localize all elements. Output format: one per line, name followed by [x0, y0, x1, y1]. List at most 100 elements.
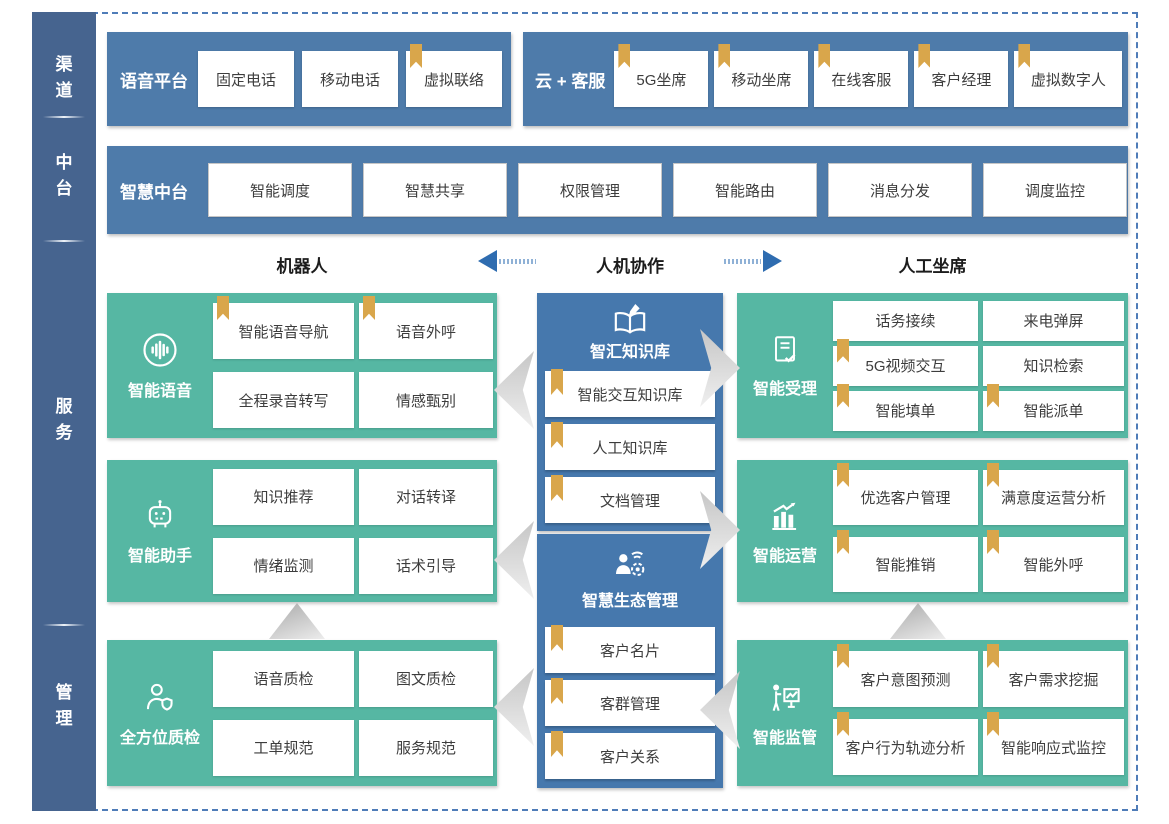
document-check-icon: [767, 332, 803, 368]
arrowhead-right-icon: [763, 250, 782, 272]
cell-label: 5G视频交互: [865, 358, 946, 375]
bookmark-icon: [551, 731, 563, 757]
midplatform-cell: 智慧共享: [363, 163, 507, 217]
cell-label: 语音质检: [253, 671, 314, 688]
channel-cell: 在线客服: [814, 44, 909, 107]
feature-cell: 智能响应式监控: [983, 712, 1124, 775]
cell-label: 智能路由: [714, 182, 775, 200]
cell-label: 权限管理: [559, 182, 620, 200]
cell-label: 虚拟联络: [423, 71, 484, 89]
bookmark-icon: [987, 712, 999, 736]
channel-cell: 固定电话: [198, 51, 294, 107]
sidebar-divider: [43, 624, 85, 626]
feature-cell: 5G视频交互: [833, 338, 978, 386]
channel-cell: 移动坐席: [714, 44, 809, 107]
book-pen-icon: [610, 302, 650, 336]
block-cells: 智能语音导航 语音外呼 全程录音转写 情感甄别: [213, 293, 497, 438]
arrow-right-icon: [722, 250, 782, 272]
feature-cell: 全程录音转写: [213, 372, 354, 428]
cell-label: 话术引导: [395, 558, 456, 575]
feature-cell: 客户意图预测: [833, 644, 978, 707]
midplatform-cell: 权限管理: [518, 163, 662, 217]
midplatform-cell: 调度监控: [983, 163, 1127, 217]
feature-cell: 话术引导: [359, 537, 493, 594]
feature-cell: 情感甄别: [359, 372, 493, 428]
bookmark-icon: [217, 296, 229, 320]
cell-label: 移动坐席: [731, 71, 792, 89]
growth-chart-icon: [766, 497, 804, 535]
sidebar-item-management: 管理: [55, 683, 73, 728]
block-smart-supervision: 智能监管 客户意图预测 客户需求挖掘 客户行为轨迹分析 智能响应式监控: [737, 640, 1128, 786]
bookmark-icon: [837, 383, 849, 408]
item-label: 客户名片: [599, 642, 660, 660]
ecosystem-item: 客户关系: [545, 731, 715, 779]
cell-label: 工单规范: [253, 740, 314, 757]
person-network-gear-icon: [610, 545, 650, 585]
voice-waveform-icon: [140, 330, 180, 370]
cloud-service-title: 云 + 客服: [535, 71, 606, 91]
bookmark-icon: [410, 44, 422, 68]
feature-cell: 优选客户管理: [833, 463, 978, 525]
knowledge-item: 智能交互知识库: [545, 369, 715, 417]
cell-label: 知识推荐: [253, 489, 314, 506]
block-title: 智能语音: [127, 383, 192, 400]
bookmark-icon: [1018, 44, 1031, 68]
cell-label: 智能响应式监控: [1000, 739, 1106, 757]
dashed-tail-icon: [499, 258, 536, 264]
feature-cell: 智能派单: [983, 383, 1124, 431]
block-cells: 知识推荐 对话转译 情绪监测 话术引导: [213, 460, 497, 602]
bookmark-icon: [837, 338, 849, 363]
midplatform-cell: 智能调度: [208, 163, 352, 217]
smart-midplatform-title: 智慧中台: [120, 182, 188, 202]
knowledge-item: 人工知识库: [545, 422, 715, 470]
bookmark-icon: [551, 369, 563, 395]
cell-label: 优选客户管理: [860, 490, 951, 507]
cell-label: 调度监控: [1024, 182, 1085, 200]
block-smart-acceptance: 智能受理 话务接续 来电弹屏 5G视频交互 知识检索 智能填单 智能派单: [737, 293, 1128, 438]
block-cells: 话务接续 来电弹屏 5G视频交互 知识检索 智能填单 智能派单: [833, 293, 1128, 438]
cell-label: 服务规范: [395, 740, 456, 757]
presenter-board-icon: [766, 679, 804, 717]
item-label: 文档管理: [599, 492, 660, 510]
bookmark-icon: [551, 678, 563, 704]
cell-label: 智能外呼: [1023, 557, 1084, 574]
bookmark-icon: [987, 383, 999, 408]
bookmark-icon: [551, 422, 563, 448]
block-cells: 客户意图预测 客户需求挖掘 客户行为轨迹分析 智能响应式监控: [833, 640, 1128, 786]
block-smart-operation-label: 智能运营: [737, 460, 833, 602]
person-inspection-icon: [141, 679, 179, 717]
cell-label: 5G坐席: [636, 71, 687, 89]
feature-cell: 语音质检: [213, 650, 354, 707]
bookmark-icon: [837, 463, 849, 487]
feature-cell: 对话转译: [359, 468, 493, 525]
agent-column-header: 人工坐席: [898, 257, 967, 276]
block-items: 智能交互知识库 人工知识库 文档管理: [537, 362, 723, 523]
channel-cell: 虚拟数字人: [1014, 44, 1123, 107]
smart-midplatform-panel: 智慧中台 智能调度 智慧共享 权限管理 智能路由 消息分发 调度监控: [107, 146, 1128, 234]
feature-cell: 智能外呼: [983, 530, 1124, 592]
cell-label: 对话转译: [395, 489, 456, 506]
sidebar-item-channel: 渠道: [55, 55, 73, 100]
cell-label: 客户行为轨迹分析: [845, 739, 966, 757]
feature-cell: 情绪监测: [213, 537, 354, 594]
block-title: 全方位质检: [119, 729, 200, 747]
feature-cell: 知识推荐: [213, 468, 354, 525]
block-title: 智能受理: [752, 381, 817, 398]
item-label: 客群管理: [599, 695, 660, 713]
bookmark-icon: [837, 530, 849, 554]
block-title: 智能运营: [752, 547, 817, 565]
block-ecosystem-mgmt-header: 智慧生态管理: [537, 534, 723, 611]
bookmark-icon: [551, 625, 563, 651]
block-quality-check-label: 全方位质检: [107, 640, 213, 786]
bookmark-icon: [618, 44, 631, 68]
block-title: 智能监管: [752, 729, 817, 747]
voice-platform-title: 语音平台: [120, 71, 188, 91]
feature-cell: 服务规范: [359, 719, 493, 776]
channel-cell: 虚拟联络: [406, 44, 502, 107]
ecosystem-item: 客户名片: [545, 625, 715, 673]
cell-label: 全程录音转写: [238, 392, 329, 410]
ecosystem-item: 客群管理: [545, 678, 715, 726]
midplatform-cell: 智能路由: [673, 163, 817, 217]
feature-cell: 客户需求挖掘: [983, 644, 1124, 707]
collab-column-header: 人机协作: [596, 257, 664, 276]
